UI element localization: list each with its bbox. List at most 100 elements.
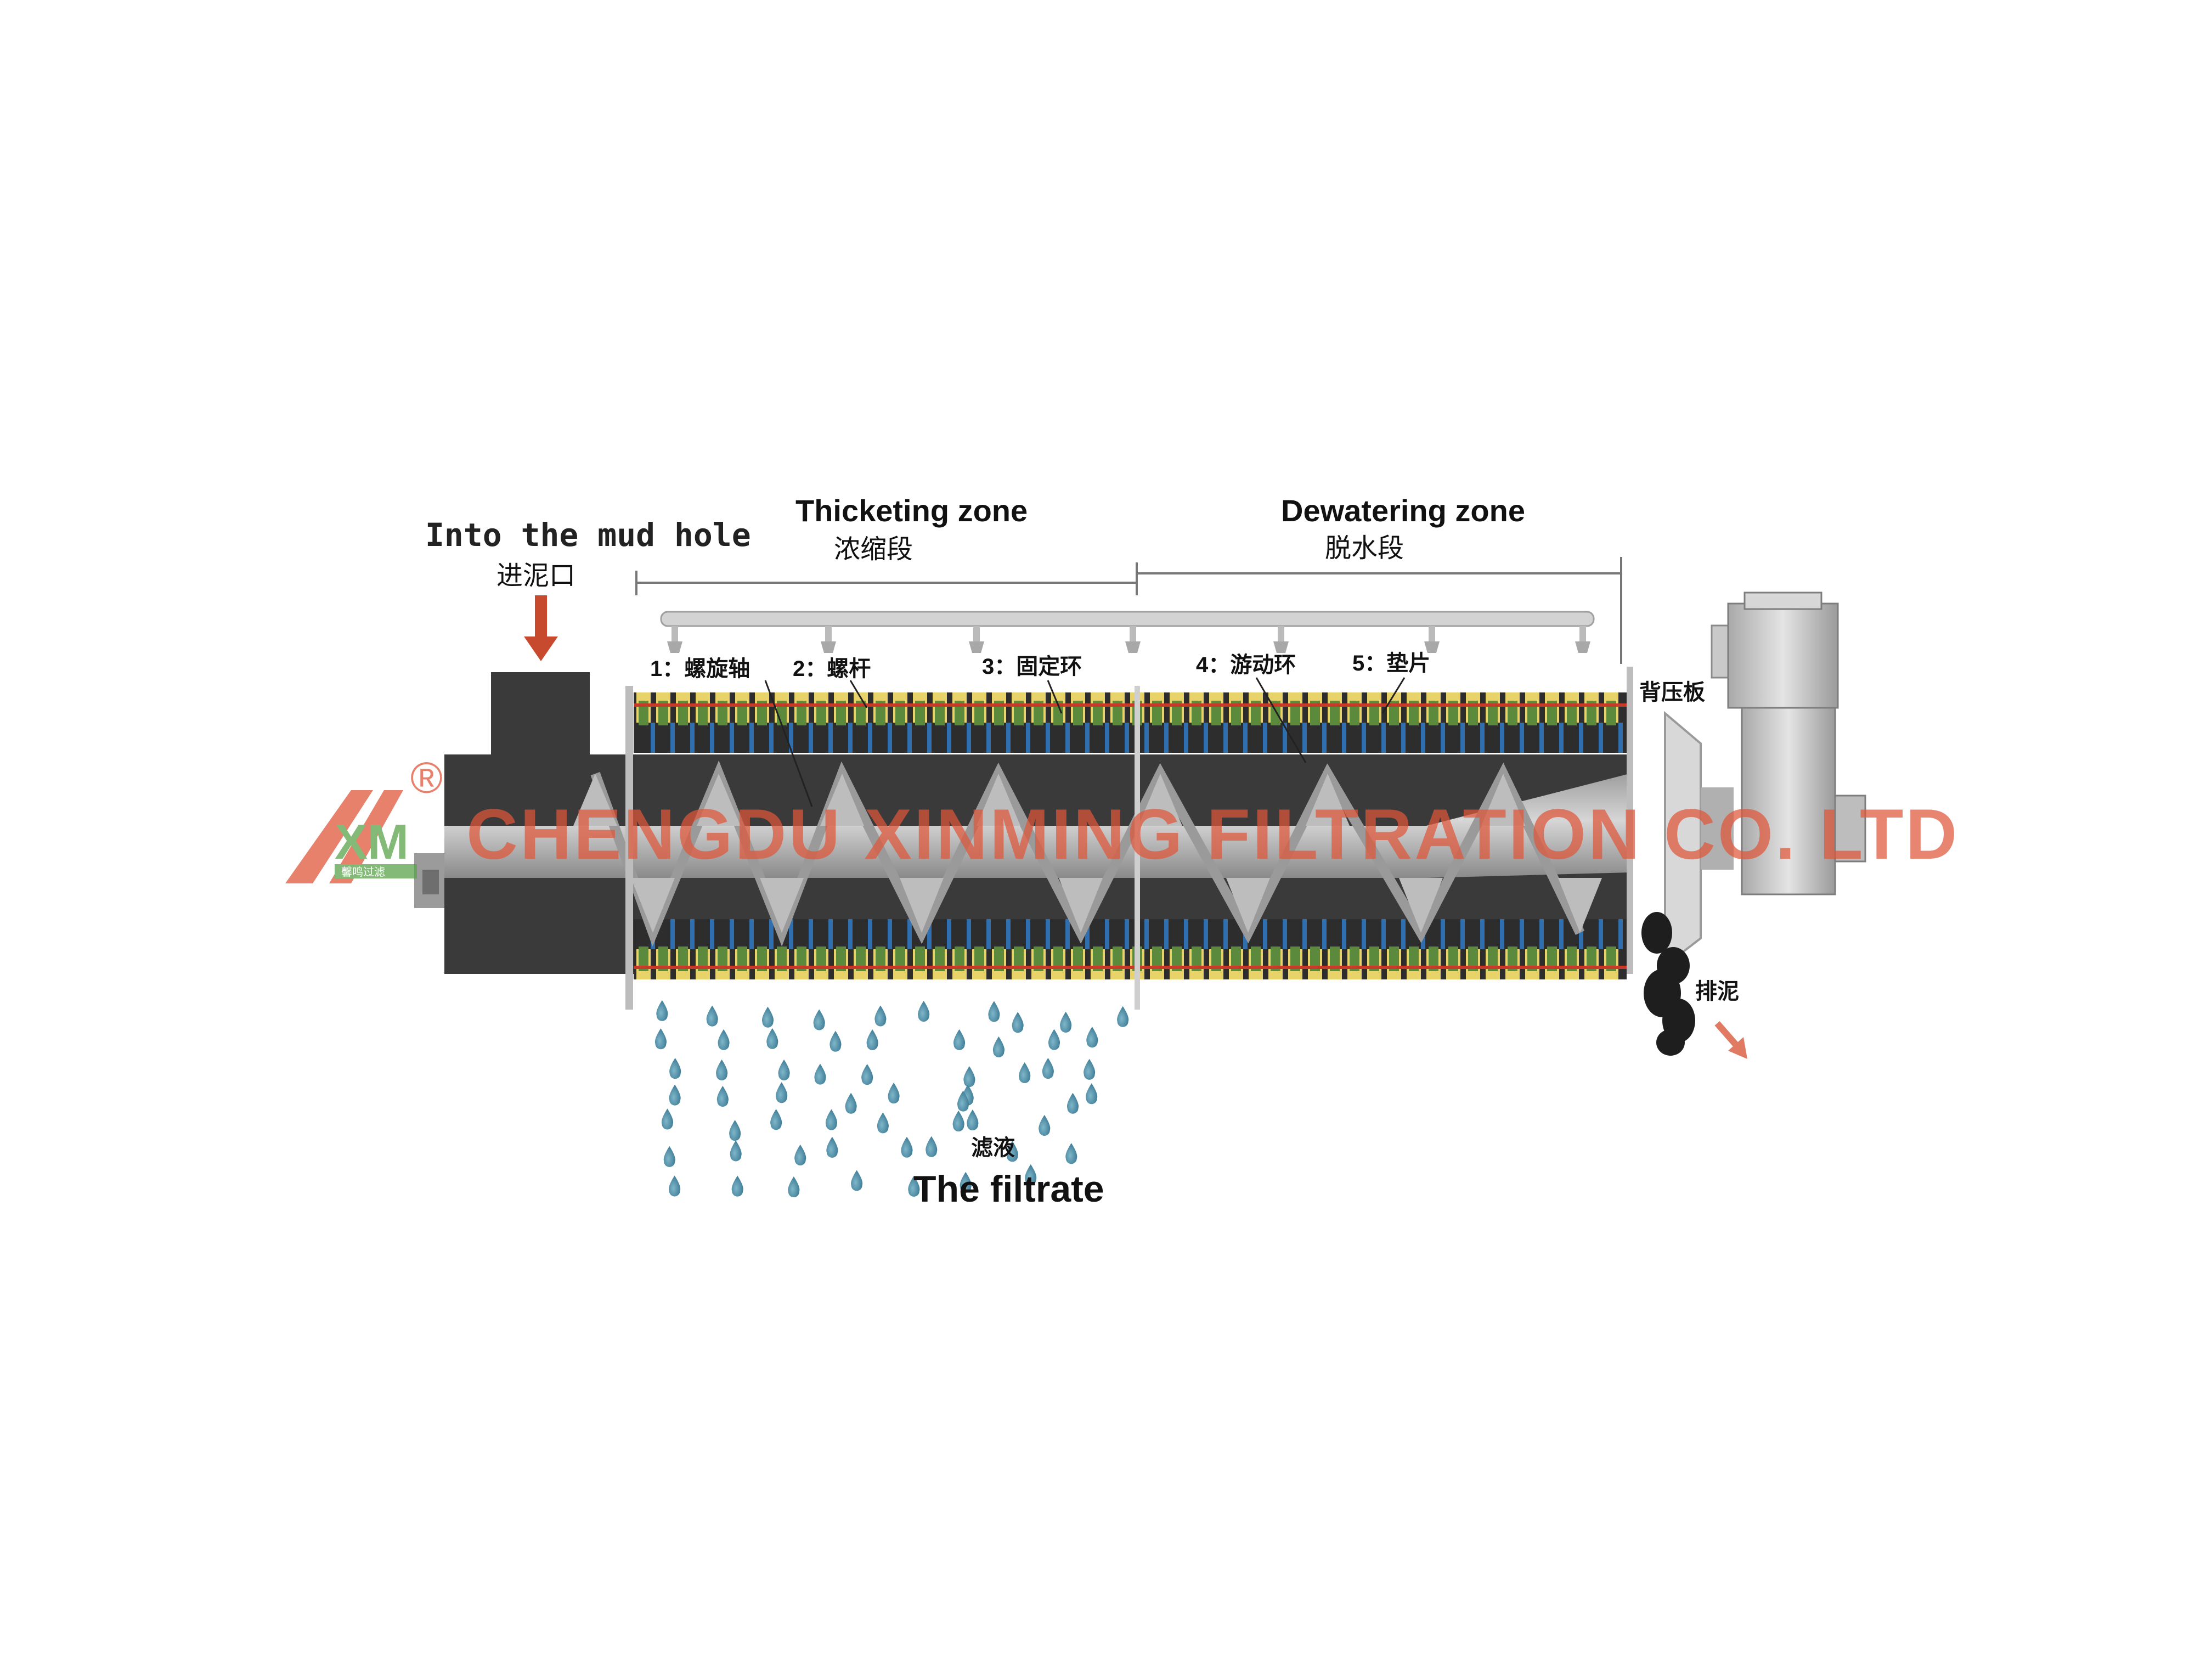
filtrate-drop: [963, 1066, 975, 1088]
spacer: [915, 947, 925, 971]
filtrate-drop: [988, 1001, 1000, 1022]
spacer: [698, 701, 708, 725]
moving-ring: [1164, 723, 1169, 753]
filtrate-drops: [654, 1000, 1129, 1198]
filtrate-drop: [992, 1036, 1005, 1057]
spacer: [1448, 947, 1458, 971]
moving-ring: [690, 723, 695, 753]
filtrate-drop: [877, 1112, 889, 1134]
filtrate-drop: [1019, 1062, 1031, 1084]
moving-ring: [1302, 723, 1307, 753]
spacer: [698, 947, 708, 971]
moving-ring: [1223, 723, 1228, 753]
filtrate-drop: [918, 1000, 930, 1022]
spacer: [1567, 947, 1577, 971]
filtrate-drop: [669, 1084, 681, 1106]
spacer: [816, 947, 826, 971]
spacer: [1290, 701, 1300, 725]
moving-ring: [1342, 919, 1346, 949]
moving-ring: [1381, 723, 1386, 753]
filtrate-drop: [851, 1170, 863, 1191]
spacer: [1211, 701, 1221, 725]
moving-ring: [1401, 919, 1406, 949]
moving-ring: [868, 723, 872, 753]
upper-ring-stack: [634, 692, 1627, 753]
flight-blade: [631, 878, 675, 933]
filtrate-drop: [716, 1059, 728, 1080]
moving-ring: [730, 919, 734, 949]
moving-ring: [769, 723, 774, 753]
spacer: [1113, 701, 1122, 725]
spacer: [757, 701, 767, 725]
moving-ring: [1006, 723, 1011, 753]
filtrate-drop: [1086, 1083, 1098, 1105]
moving-ring: [927, 723, 932, 753]
moving-ring: [1243, 723, 1248, 753]
moving-ring: [670, 723, 675, 753]
moving-ring: [1263, 723, 1267, 753]
spacer: [1350, 947, 1359, 971]
spacer: [1172, 947, 1182, 971]
moving-ring: [1065, 723, 1070, 753]
spray-nozzle-stem: [1278, 626, 1284, 641]
moving-ring: [1599, 723, 1603, 753]
outlet-end-plate: [1627, 667, 1633, 974]
spray-nozzle: [969, 641, 984, 653]
moving-ring: [828, 723, 833, 753]
spacer: [935, 947, 945, 971]
filtrate-label-en: The filtrate: [913, 1168, 1104, 1210]
spray-nozzle-stem: [973, 626, 980, 641]
spray-nozzle: [667, 641, 682, 653]
moving-ring: [1125, 723, 1129, 753]
moving-ring: [1539, 723, 1544, 753]
moving-ring: [1520, 723, 1524, 753]
spacer: [1093, 701, 1103, 725]
spacer: [678, 947, 688, 971]
moving-ring: [1559, 723, 1564, 753]
spacer: [1053, 701, 1063, 725]
filtrate-drop: [901, 1136, 913, 1158]
part-label-screw-shaft: 1：螺旋轴: [650, 657, 750, 681]
moving-ring: [1579, 919, 1583, 949]
moving-ring: [1026, 723, 1030, 753]
spacer: [994, 701, 1004, 725]
spray-nozzle: [1273, 641, 1289, 653]
spacer: [1350, 701, 1359, 725]
moving-ring: [1046, 919, 1050, 949]
moving-ring: [986, 919, 991, 949]
spacer: [1231, 701, 1241, 725]
moving-ring: [1144, 723, 1149, 753]
moving-ring: [907, 919, 912, 949]
spacer: [1271, 947, 1280, 971]
moving-ring: [927, 919, 932, 949]
filtrate-drop: [1060, 1011, 1072, 1033]
spacer: [1606, 947, 1616, 971]
moving-ring: [1500, 723, 1504, 753]
spacer: [1409, 947, 1419, 971]
spacer: [1369, 947, 1379, 971]
filtrate-drop: [776, 1082, 788, 1103]
moving-ring: [1125, 919, 1129, 949]
moving-ring: [1579, 723, 1583, 753]
spacer: [1587, 701, 1596, 725]
spacer: [1251, 947, 1261, 971]
screw-shaft: [444, 774, 1629, 878]
moving-ring: [1026, 919, 1030, 949]
logo-letters: XM: [335, 815, 409, 870]
spacer: [1014, 701, 1024, 725]
spacer: [836, 947, 846, 971]
filtrate-drop: [861, 1064, 873, 1085]
filtrate-drop: [766, 1028, 778, 1049]
spacer: [718, 701, 727, 725]
moving-ring: [1441, 919, 1445, 949]
spacer: [757, 947, 767, 971]
moving-ring: [868, 919, 872, 949]
flight-blade: [760, 878, 804, 933]
spacer: [1527, 701, 1537, 725]
moving-ring: [1065, 919, 1070, 949]
moving-ring: [986, 723, 991, 753]
screw-flights: [573, 760, 1602, 947]
screw-rod: [634, 966, 1627, 969]
spacer: [1211, 947, 1221, 971]
spacer: [1251, 701, 1261, 725]
